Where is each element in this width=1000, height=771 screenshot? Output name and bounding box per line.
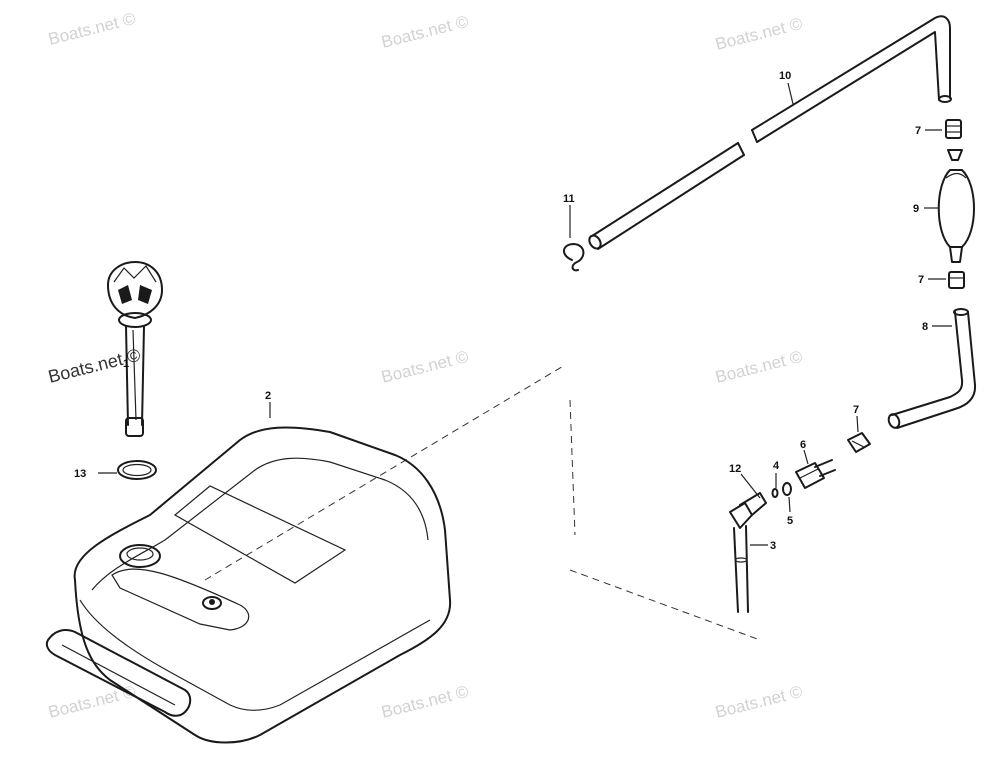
leader-7-lower — [856, 415, 859, 433]
pickup-assembly — [729, 492, 767, 613]
lower-guide — [569, 569, 761, 641]
leader-10 — [787, 82, 794, 105]
fuel-hose-upper — [751, 15, 952, 143]
gauge-head-detail-1 — [118, 285, 132, 304]
callout-12: 12 — [729, 463, 741, 475]
connector-body — [795, 462, 825, 489]
callout-7-lower: 7 — [853, 404, 859, 416]
hose-lower-end — [588, 234, 602, 250]
bulb-bottom-nipple — [949, 246, 963, 263]
tank-cap-recess — [111, 568, 250, 631]
gauge-head-teeth — [113, 265, 157, 283]
watermark-7: Boats.net © — [379, 682, 470, 722]
o-ring-inner — [122, 463, 152, 477]
hose-8-bottom-end — [887, 413, 901, 429]
watermark-2: Boats.net © — [379, 12, 470, 52]
connector-band — [799, 468, 819, 479]
gauge-float — [125, 417, 144, 437]
callout-10: 10 — [779, 70, 791, 82]
tank-top-ridge — [91, 457, 429, 591]
callout-7-middle: 7 — [918, 274, 924, 286]
leader-5 — [788, 496, 791, 513]
primer-bulb-assembly — [937, 119, 975, 289]
o-ring-5 — [782, 482, 792, 496]
pickup-tube-right — [745, 525, 749, 613]
callout-labels: 1 2 3 4 5 6 7 7 7 8 9 10 11 12 13 — [74, 70, 928, 552]
gauge-tube-right — [141, 325, 145, 426]
fuel-hose-8 — [887, 308, 977, 429]
callout-8: 8 — [922, 321, 928, 333]
fuel-tank — [45, 426, 452, 744]
tank-gauge-port-center — [209, 599, 215, 605]
hose-lower-break — [737, 142, 745, 156]
tank-fill-cap-inner — [126, 547, 154, 561]
hose-upper-inner — [756, 31, 940, 143]
fitting-7-lower-detail — [851, 440, 865, 448]
hose-lower-bottom — [597, 154, 745, 250]
callout-7-top: 7 — [915, 125, 921, 137]
tank-lower-seam — [79, 599, 431, 711]
elbow-12-body — [729, 502, 753, 529]
connector-stem — [814, 459, 836, 477]
fitting-7-lower-nut — [847, 432, 871, 453]
callout-1: 1 — [123, 358, 129, 370]
tank-label-panel — [173, 485, 347, 584]
hose-8-top-end — [953, 308, 969, 316]
watermark-8: Boats.net © — [713, 682, 804, 722]
watermark-6: Boats.net © — [46, 682, 137, 722]
watermark-3: Boats.net © — [713, 14, 804, 54]
tank-gauge-port — [202, 596, 222, 610]
callout-6: 6 — [800, 439, 806, 451]
gauge-tube-left — [125, 325, 129, 426]
fitting-7-top — [945, 119, 962, 139]
pickup-tube-left — [733, 527, 739, 613]
hose-8-outer — [891, 311, 964, 416]
leader-6 — [803, 449, 809, 465]
primer-bulb — [937, 169, 975, 248]
callout-9: 9 — [913, 203, 919, 215]
leader-lines — [98, 82, 952, 546]
tank-to-hose-guide — [204, 364, 566, 581]
watermark-4: Boats.net © — [379, 347, 470, 387]
callout-3: 3 — [770, 540, 776, 552]
hose-upper-outer — [751, 15, 951, 131]
hose-upper-end — [751, 129, 758, 143]
vertical-guide — [569, 399, 576, 536]
leader-12 — [740, 473, 761, 499]
watermark-5: Boats.net © — [713, 347, 804, 387]
connector-6 — [795, 459, 836, 489]
watermark-1: Boats.net © — [46, 9, 137, 49]
fuel-hose-lower — [588, 142, 745, 250]
fitting-7-middle — [948, 271, 965, 289]
gauge-rod — [132, 329, 137, 421]
washer-4 — [771, 488, 779, 498]
gauge-collar — [118, 312, 152, 328]
tank-handle — [45, 629, 192, 717]
callout-2: 2 — [265, 390, 271, 402]
watermarks: Boats.net © Boats.net © Boats.net © Boat… — [46, 9, 805, 722]
hose-lower-top — [591, 142, 739, 237]
bulb-top-nipple — [947, 149, 963, 161]
tank-body-outline — [73, 426, 452, 744]
tank-handle-grip-line — [61, 644, 176, 706]
tank-fill-cap — [119, 544, 161, 568]
hose-8-inner — [896, 311, 977, 429]
hose-clamp — [563, 243, 585, 272]
gauge-head — [107, 261, 163, 319]
o-ring-gasket — [117, 460, 157, 480]
pickup-tube-band — [734, 557, 748, 563]
bulb-top-cap — [945, 172, 967, 179]
fuel-gauge-assembly — [107, 261, 163, 437]
reference-lines — [204, 364, 761, 641]
elbow-12-arm — [739, 492, 767, 516]
callout-13: 13 — [74, 468, 86, 480]
gauge-head-detail-2 — [138, 285, 152, 304]
callout-4: 4 — [773, 460, 780, 472]
hose-upper-bottom-end — [938, 95, 952, 103]
callout-5: 5 — [787, 515, 793, 527]
callout-11: 11 — [563, 193, 575, 205]
fitting-7-lower — [847, 432, 871, 453]
